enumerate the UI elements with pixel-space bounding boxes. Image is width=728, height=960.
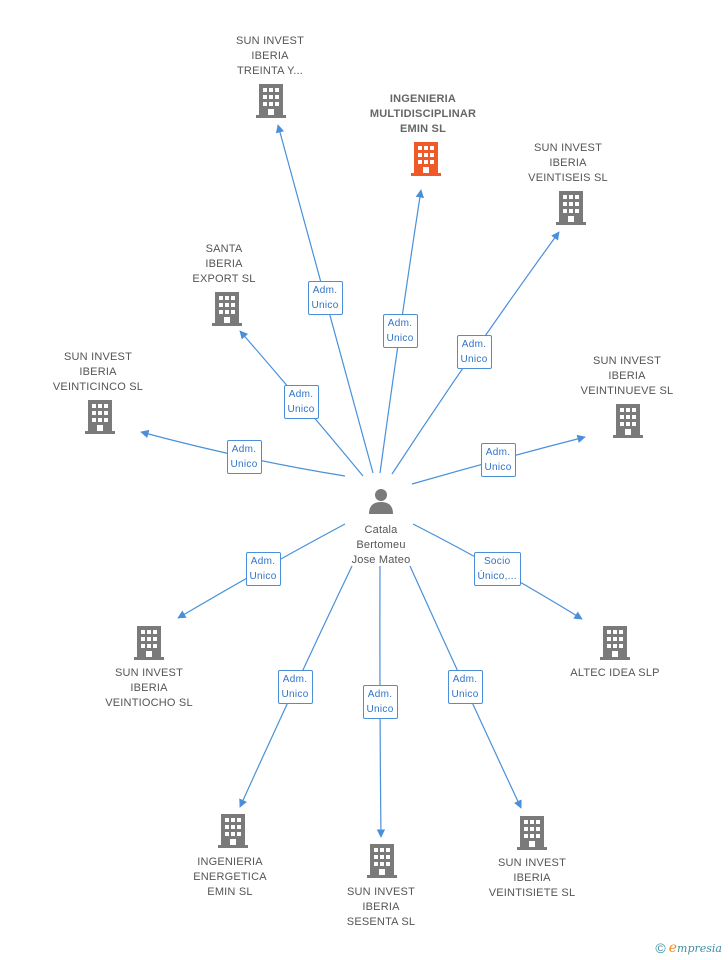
edge-label-line: Unico — [386, 333, 414, 344]
company-name-line: ALTEC IDEA SLP — [570, 667, 660, 679]
brand-name: mpresia — [677, 942, 722, 955]
company-name-line: IBERIA — [513, 872, 551, 884]
building-icon[interactable] — [600, 626, 630, 660]
company-name-line: ENERGETICA — [193, 871, 267, 883]
company-name-line: TREINTA Y... — [237, 65, 303, 77]
person-name-line: Jose Mateo — [351, 554, 411, 566]
company-name-sesenta[interactable]: SUN INVEST IBERIA SESENTA SL — [306, 885, 456, 930]
company-name-line: SUN INVEST — [63, 351, 132, 363]
edge-label-line: Unico — [287, 404, 315, 415]
edge-label-veintiocho[interactable]: Adm. Unico — [245, 552, 281, 586]
building-icon[interactable] — [134, 626, 164, 660]
edge-label-line: Unico — [311, 300, 339, 311]
company-name-line: VEINTICINCO SL — [52, 381, 144, 393]
company-name-line: INGENIERIA — [197, 856, 263, 868]
company-name-line: EMIN SL — [207, 886, 253, 898]
company-name-line: IBERIA — [362, 901, 400, 913]
edge-label-line: Adm. — [312, 285, 338, 296]
edge-label-santa[interactable]: Adm. Unico — [283, 385, 319, 419]
company-name-line: EMIN SL — [399, 123, 446, 135]
building-icon[interactable] — [367, 844, 397, 878]
company-name-line: SESENTA SL — [346, 916, 416, 928]
company-name-energetica[interactable]: INGENIERIA ENERGETICA EMIN SL — [155, 855, 305, 900]
company-name-line: SUN INVEST — [114, 667, 183, 679]
company-name-line: SUN INVEST — [533, 142, 602, 154]
edge-label-line: Adm. — [282, 674, 308, 685]
company-name-line: VEINTIOCHO SL — [105, 697, 193, 709]
building-icon[interactable] — [556, 191, 586, 225]
company-name-line: SUN INVEST — [346, 886, 415, 898]
company-name-line: SANTA — [205, 243, 243, 255]
edge-label-line: Unico — [484, 462, 512, 473]
edge-label-line: Adm. — [367, 689, 393, 700]
company-name-line: SUN INVEST — [497, 857, 566, 869]
company-name-line: MULTIDISCIPLINAR — [369, 108, 477, 120]
company-name-line: IBERIA — [251, 50, 289, 62]
edge-label-line: Unico — [249, 571, 277, 582]
edge-label-line: Unico — [366, 704, 394, 715]
company-name-treinta[interactable]: SUN INVEST IBERIA TREINTA Y... — [195, 34, 345, 79]
edge-label-line: Unico — [451, 689, 479, 700]
company-name-line: IBERIA — [549, 157, 587, 169]
edge-label-veintinueve[interactable]: Adm. Unico — [480, 443, 516, 477]
edge-label-line: Adm. — [250, 556, 276, 567]
edge-label-line: Unico — [230, 459, 258, 470]
edge-label-energetica[interactable]: Adm. Unico — [277, 670, 313, 704]
company-name-line: SUN INVEST — [592, 355, 661, 367]
company-name-line: VEINTINUEVE SL — [580, 385, 674, 397]
edge-label-line: Adm. — [452, 674, 478, 685]
edge-label-line: Unico — [460, 354, 488, 365]
edge-label-veintiseis[interactable]: Adm. Unico — [456, 335, 492, 369]
building-icon[interactable] — [85, 400, 115, 434]
edge-label-veinticinco[interactable]: Adm. Unico — [226, 440, 262, 474]
building-icon[interactable] — [613, 404, 643, 438]
building-icon[interactable] — [411, 142, 441, 176]
company-name-line: EXPORT SL — [192, 273, 256, 285]
company-name-ingenieria_multi[interactable]: INGENIERIA MULTIDISCIPLINAR EMIN SL — [348, 92, 498, 137]
company-name-veintiocho[interactable]: SUN INVEST IBERIA VEINTIOCHO SL — [74, 666, 224, 711]
person-name-line: Bertomeu — [356, 539, 406, 551]
edge-label-line: Socio — [483, 556, 511, 567]
building-icon[interactable] — [218, 814, 248, 848]
person-name-line: Catala — [364, 524, 398, 536]
edge-label-line: Adm. — [461, 339, 487, 350]
edge-label-sesenta[interactable]: Adm. Unico — [362, 685, 398, 719]
building-icon[interactable] — [212, 292, 242, 326]
building-icon[interactable] — [517, 816, 547, 850]
company-name-veintisiete[interactable]: SUN INVEST IBERIA VEINTISIETE SL — [457, 856, 607, 901]
footer-brand[interactable]: ©empresia — [655, 940, 722, 956]
company-name-santa[interactable]: SANTA IBERIA EXPORT SL — [149, 242, 299, 287]
building-icon[interactable] — [256, 84, 286, 118]
company-name-veinticinco[interactable]: SUN INVEST IBERIA VEINTICINCO SL — [23, 350, 173, 395]
brand-logo-icon: e — [668, 940, 678, 956]
edge-label-line: Unico — [281, 689, 309, 700]
company-name-line: INGENIERIA — [389, 93, 457, 105]
company-name-line: IBERIA — [608, 370, 646, 382]
person-icon[interactable] — [369, 489, 393, 514]
edge-label-line: Adm. — [387, 318, 413, 329]
company-name-veintinueve[interactable]: SUN INVEST IBERIA VEINTINUEVE SL — [552, 354, 702, 399]
edge-label-line: Adm. — [231, 444, 257, 455]
company-name-line: SUN INVEST — [235, 35, 304, 47]
edge-label-line: Único,... — [477, 571, 517, 582]
edge-label-veintisiete[interactable]: Adm. Unico — [447, 670, 483, 704]
edge-label-treinta[interactable]: Adm. Unico — [307, 281, 343, 315]
edge-label-ingenieria_multi[interactable]: Adm. Unico — [382, 314, 418, 348]
copyright-icon: © — [655, 940, 666, 956]
edge-label-line: Adm. — [288, 389, 314, 400]
company-name-line: VEINTISEIS SL — [528, 172, 608, 184]
company-name-line: IBERIA — [205, 258, 243, 270]
edge-label-line: Adm. — [485, 447, 511, 458]
company-name-altec[interactable]: ALTEC IDEA SLP — [540, 666, 690, 681]
company-name-line: IBERIA — [79, 366, 117, 378]
company-name-line: VEINTISIETE SL — [488, 887, 576, 899]
company-name-line: IBERIA — [130, 682, 168, 694]
company-name-veintiseis[interactable]: SUN INVEST IBERIA VEINTISEIS SL — [493, 141, 643, 186]
